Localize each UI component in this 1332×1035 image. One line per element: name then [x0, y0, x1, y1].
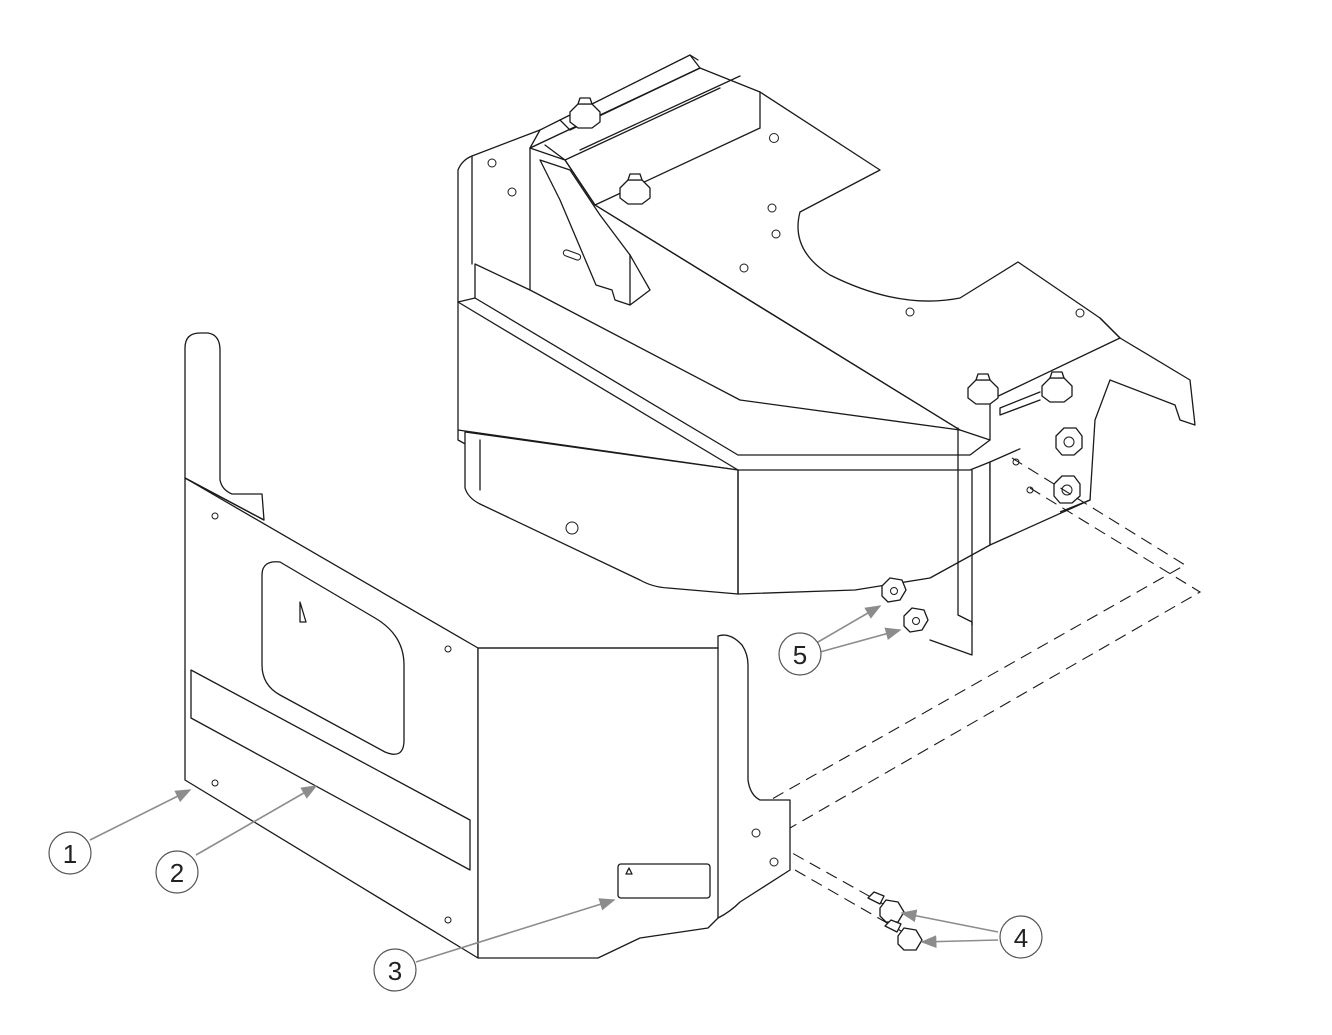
warning-decal: [617, 863, 711, 899]
leader-5b: [819, 627, 902, 653]
callout-3: 3: [373, 948, 417, 992]
callout-2-label: 2: [170, 858, 184, 888]
side-bolt: [1055, 427, 1083, 456]
callout-1-label: 1: [63, 839, 77, 869]
deck-bolt: [1041, 371, 1073, 403]
decal-strip: [190, 669, 471, 871]
leader-4b: [920, 935, 999, 949]
leader-1: [89, 789, 192, 841]
callout-4: 4: [999, 915, 1043, 959]
flange-bolt: [867, 891, 905, 923]
side-bolt: [1053, 475, 1081, 504]
callout-2: 2: [155, 850, 199, 894]
leader-5a: [817, 605, 882, 643]
flange-bolt: [884, 919, 923, 951]
mounting-bracket-outline: [929, 427, 973, 656]
flange-nut: [881, 577, 907, 603]
flange-nut: [903, 607, 929, 633]
callout-4-label: 4: [1014, 923, 1028, 953]
deck-bolt: [569, 97, 601, 129]
leader-lines: [89, 605, 999, 963]
leader-2: [195, 785, 318, 856]
callout-1: 1: [48, 831, 92, 875]
callout-3-label: 3: [388, 956, 402, 986]
leader-4a: [900, 909, 999, 933]
frame-assembly: [457, 54, 1196, 595]
deck-bolt: [967, 373, 999, 405]
callout-5: 5: [778, 632, 822, 676]
deck-bolt: [619, 173, 651, 205]
leader-3: [415, 898, 616, 963]
callout-5-label: 5: [793, 640, 807, 670]
shield-cover: [184, 332, 791, 959]
